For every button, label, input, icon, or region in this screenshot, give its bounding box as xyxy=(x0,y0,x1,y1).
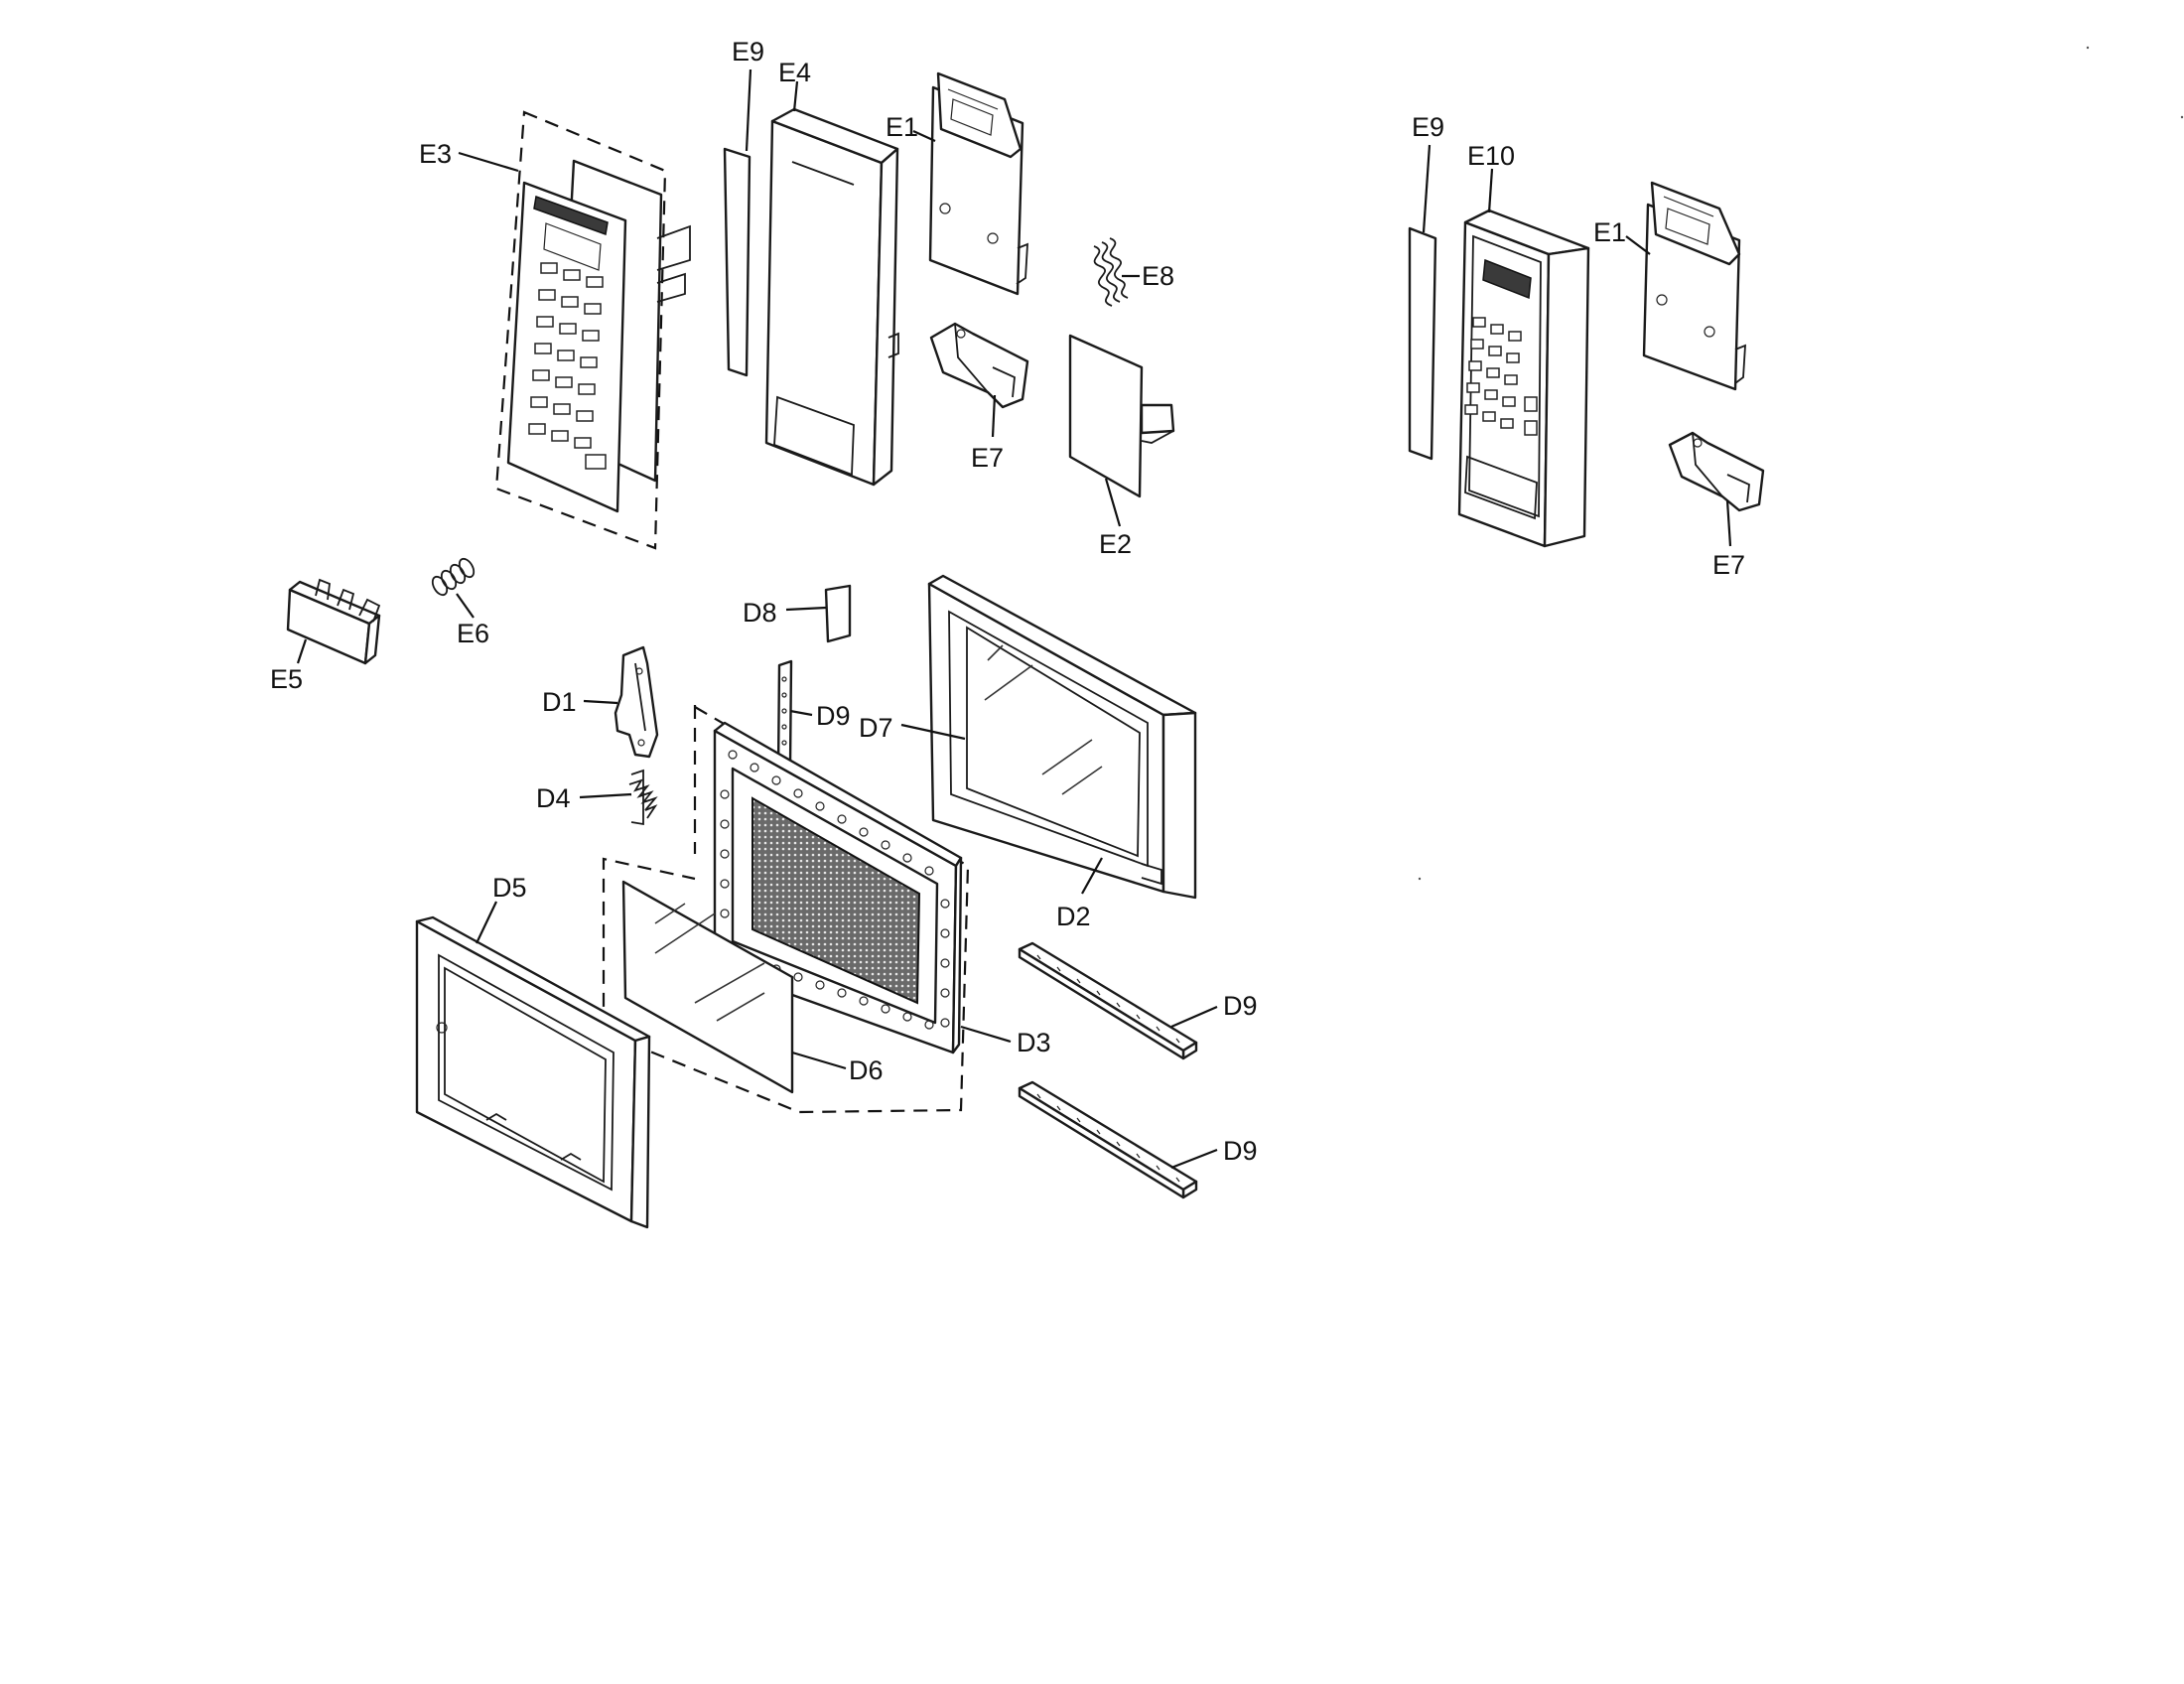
part-e7-bracket-left xyxy=(929,322,1029,409)
part-d6-glass xyxy=(621,880,794,1094)
label-e1-left: E1 xyxy=(886,112,918,142)
label-d8: D8 xyxy=(743,598,777,628)
part-e1-pcb-left xyxy=(928,71,1028,296)
label-e7-right: E7 xyxy=(1712,550,1745,580)
label-d2: D2 xyxy=(1056,902,1091,931)
label-e10: E10 xyxy=(1467,141,1515,171)
label-d5: D5 xyxy=(492,873,527,903)
part-d8-plate xyxy=(824,584,852,643)
part-e10-control-panel xyxy=(1457,209,1590,548)
part-e3-control-panel xyxy=(494,110,691,550)
e3-keypad xyxy=(528,262,607,470)
label-e3: E3 xyxy=(419,139,452,169)
label-e6: E6 xyxy=(457,619,489,648)
part-d3-inner-door xyxy=(602,705,970,1114)
part-e2-sheet xyxy=(1068,334,1175,498)
label-d9-lower: D9 xyxy=(1223,1136,1258,1166)
part-d9-choke-upper xyxy=(1018,941,1198,1060)
part-e5-latch-button xyxy=(286,578,381,665)
part-e4-housing xyxy=(764,107,899,487)
scan-speck xyxy=(2086,46,2090,50)
label-e2: E2 xyxy=(1099,529,1132,559)
label-d6: D6 xyxy=(849,1055,884,1085)
part-e8-wire xyxy=(1093,237,1129,307)
part-d9-choke-lower xyxy=(1018,1080,1198,1199)
label-d1: D1 xyxy=(542,687,577,717)
label-e5: E5 xyxy=(270,664,303,694)
e10-keypad xyxy=(1464,317,1538,436)
label-e9-left: E9 xyxy=(732,37,764,67)
part-e7-bracket-right xyxy=(1668,431,1765,512)
label-d3: D3 xyxy=(1017,1028,1051,1057)
part-d7-outer-door xyxy=(927,574,1197,900)
label-d4: D4 xyxy=(536,783,571,813)
label-d9-upper: D9 xyxy=(1223,991,1258,1021)
scan-speck xyxy=(1418,877,1422,881)
leader-lines xyxy=(296,69,1732,1170)
part-e9-strip-right xyxy=(1408,226,1437,461)
label-e4: E4 xyxy=(778,58,811,87)
label-d7: D7 xyxy=(859,713,893,743)
label-d9-vertical: D9 xyxy=(816,701,851,731)
scan-speck xyxy=(2180,115,2184,119)
label-e9-right: E9 xyxy=(1412,112,1444,142)
part-e6-spring xyxy=(431,557,476,597)
label-e8: E8 xyxy=(1142,261,1174,291)
part-d4-spring xyxy=(628,769,658,826)
part-d5-front-frame xyxy=(415,915,651,1229)
part-d1-hook xyxy=(614,645,659,759)
label-e1-right: E1 xyxy=(1593,217,1626,247)
part-e9-strip-left xyxy=(723,147,751,377)
label-e7-left: E7 xyxy=(971,443,1004,473)
part-e1-pcb-right xyxy=(1642,181,1746,391)
